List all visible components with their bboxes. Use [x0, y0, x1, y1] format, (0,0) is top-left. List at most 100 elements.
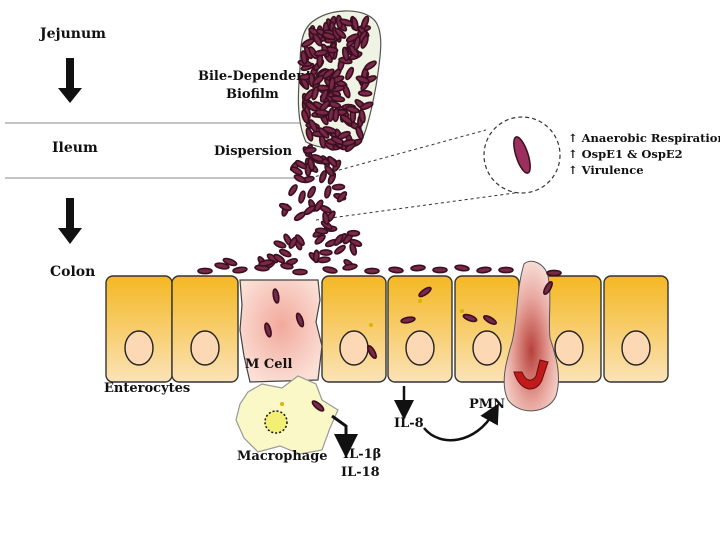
bacterium: [388, 266, 404, 274]
dispersing-bacteria: [254, 143, 363, 272]
bacterium: [367, 344, 377, 359]
bacterium: [337, 130, 351, 140]
region-ileum-label: Ileum: [52, 140, 98, 156]
bacterium: [280, 262, 294, 270]
bacterium: [272, 288, 280, 304]
bacterium: [197, 267, 213, 275]
bacterium: [546, 269, 562, 277]
macrophage-label: Macrophage: [237, 449, 328, 464]
bacterium: [334, 27, 347, 39]
effect-virulence: ↑ Virulence: [568, 163, 644, 177]
bacterium: [264, 322, 272, 338]
bacterium: [311, 86, 319, 101]
bacterium: [400, 316, 416, 324]
bacterium: [317, 127, 330, 139]
magnified-bacterium: [513, 136, 531, 174]
bacterium: [322, 266, 338, 274]
down-arrow-ileum: [58, 198, 82, 244]
biofilm-label-line2: Biofilm: [226, 87, 279, 102]
bacterium: [483, 315, 498, 325]
bacterium: [360, 34, 369, 49]
enterocyte-nucleus: [405, 330, 435, 366]
macrophage-cell: [235, 375, 339, 455]
bacterium: [345, 33, 360, 43]
bacterium: [214, 262, 230, 270]
bacterium: [273, 240, 287, 249]
enterocyte-nucleus: [621, 330, 651, 366]
bacterium: [364, 267, 380, 275]
bacterium: [359, 101, 374, 111]
bacterium: [307, 157, 315, 171]
bacterium: [345, 105, 360, 114]
bacterium: [334, 244, 346, 255]
bacterium: [278, 202, 292, 212]
bacterium: [314, 227, 329, 235]
bacterium: [331, 183, 346, 191]
bacterium: [345, 66, 355, 81]
bacterium: [341, 138, 356, 147]
bacterium: [303, 205, 316, 216]
bacterium: [432, 266, 448, 274]
bacterium: [328, 76, 336, 92]
bacterium: [288, 184, 298, 197]
enterocyte: [171, 275, 239, 383]
pmn-label: PMN: [469, 397, 505, 412]
region-jejunum-label: Jejunum: [38, 26, 106, 42]
bacterium: [355, 125, 364, 140]
bacterium: [462, 313, 478, 323]
bacterium: [317, 256, 331, 264]
m-cell: [239, 279, 323, 383]
enterocyte-nucleus: [190, 330, 220, 366]
region-colon-label: Colon: [50, 264, 95, 280]
enterocyte-nucleus: [472, 330, 502, 366]
il8-to-pmn-arrow: [423, 403, 499, 442]
bacterium: [340, 114, 353, 125]
bacterium: [332, 107, 340, 123]
enterocyte-nucleus: [554, 330, 584, 366]
enterocyte: [387, 275, 453, 383]
bacterium: [353, 36, 361, 51]
inset-connector-bottom: [315, 191, 523, 221]
il1b-arrow: [331, 414, 358, 458]
bacterium: [322, 68, 335, 80]
bacterium: [308, 119, 318, 133]
dispersion-label: Dispersion: [214, 144, 293, 159]
bacterium: [310, 154, 324, 163]
bacterium: [314, 109, 330, 117]
bacterium: [418, 286, 432, 298]
epithelium: [105, 275, 669, 383]
bacterium: [222, 257, 238, 267]
enterocyte-nucleus: [339, 330, 369, 366]
bacterium: [293, 174, 307, 183]
bacterium: [278, 248, 292, 258]
bacterium: [360, 15, 370, 30]
bacterium: [311, 400, 325, 412]
bacterium: [295, 312, 305, 328]
bacterium: [319, 170, 327, 184]
effect-anaerobic-respiration: ↑ Anaerobic Respiration: [568, 131, 720, 145]
bacterium: [327, 155, 338, 168]
bacterium: [410, 264, 426, 272]
bacterium: [336, 191, 348, 203]
enterocyte-nucleus: [124, 330, 154, 366]
effector-secretions: [280, 299, 464, 406]
bacterium: [319, 249, 333, 256]
bacterium: [351, 16, 359, 32]
biofilm-label-line1: Bile-Dependent: [198, 69, 312, 84]
il8-label: IL-8: [394, 416, 424, 431]
pmn-nucleus: [513, 359, 549, 390]
bacterium: [303, 146, 317, 154]
bacterium: [298, 190, 306, 204]
enterocyte: [105, 275, 173, 383]
macrophage-nucleus: [264, 410, 288, 434]
bacterium: [333, 234, 344, 247]
bacterium: [342, 263, 358, 271]
surface-bacteria: [197, 257, 562, 412]
bacterium: [292, 268, 308, 276]
bacterium: [349, 242, 358, 256]
bacterium: [498, 266, 514, 274]
bacterium: [355, 75, 370, 84]
bacterium: [476, 266, 492, 274]
bacterium: [273, 253, 286, 264]
effect-ospe: ↑ OspE1 & OspE2: [568, 147, 683, 161]
